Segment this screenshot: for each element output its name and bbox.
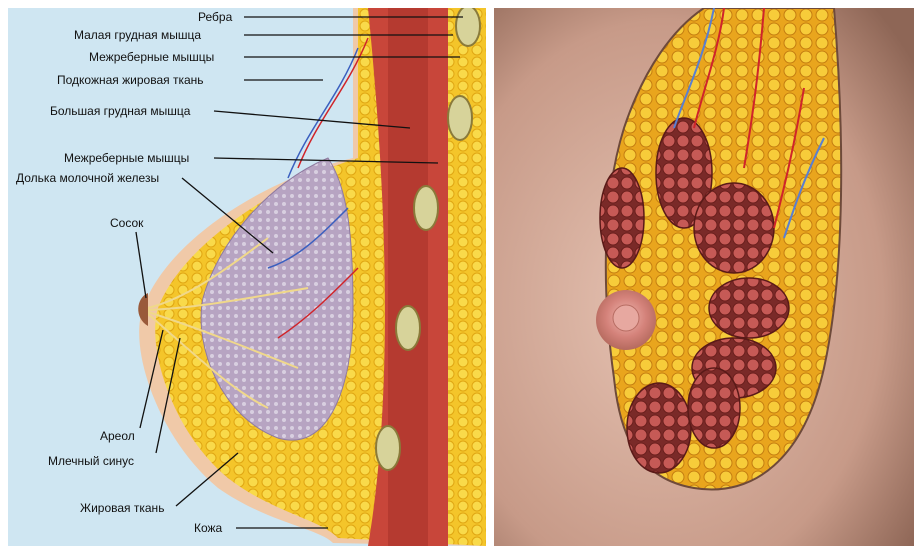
label-milk-sinus: Млечный синус xyxy=(48,454,134,468)
label-intercostal-muscles-1: Межреберные мышцы xyxy=(89,50,214,64)
label-nipple: Сосок xyxy=(110,216,143,230)
label-skin: Кожа xyxy=(194,521,222,535)
label-subcutaneous-fat: Подкожная жировая ткань xyxy=(57,73,204,87)
label-areola: Ареол xyxy=(100,429,135,443)
cutaway-illustration xyxy=(494,8,914,546)
label-intercostal-muscles-2: Межреберные мышцы xyxy=(64,151,189,165)
cutaway-panel xyxy=(494,8,914,546)
label-pectoralis-major: Большая грудная мышца xyxy=(50,104,190,118)
label-pectoralis-minor: Малая грудная мышца xyxy=(74,28,201,42)
label-fat-tissue: Жировая ткань xyxy=(80,501,164,515)
label-ribs: Ребра xyxy=(198,10,232,24)
cross-section-panel: Ребра Малая грудная мышца Межреберные мы… xyxy=(8,8,486,546)
label-gland-lobule: Долька молочной железы xyxy=(16,171,159,185)
